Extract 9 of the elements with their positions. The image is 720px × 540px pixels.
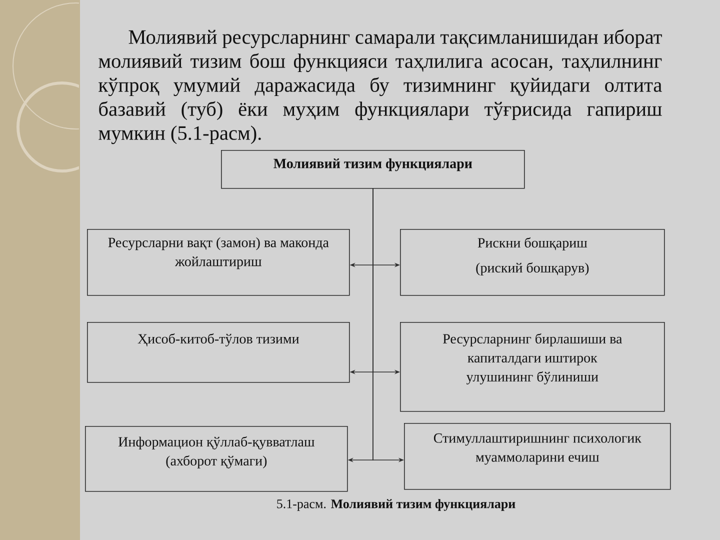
figure-caption: 5.1-расм. Молиявий тизим функциялари: [277, 499, 516, 511]
function-box: Ресурсларни вақт (замон) ва маконда жойлаштириш: [87, 228, 350, 296]
body-paragraph: Молиявий ресурсларнинг самарали тақсимланишидан иборат молиявий тизим бош функцияси таҳлилига асосан, таҳлилнинг кўпроқ умумий даражасида бу тизимнинг қуйидаги олтита базавий (туб) ёки муҳим функциялари тўғрисида гапириш мумкин (5.1-расм).: [98, 29, 662, 144]
function-box: Информацион қўллаб-қувватлаш (ахборот қўмаги): [85, 426, 348, 492]
function-box: Стимуллаштиришнинг психологик муаммоларини ечиш: [404, 423, 671, 490]
function-box: Ҳисоб-китоб-тўлов тизими: [87, 322, 350, 383]
heading-box: Молиявий тизим функциялари: [221, 150, 525, 189]
function-box: Ресурсларнинг бирлашиши ва капиталдаги иштирок улушининг бўлиниши: [400, 322, 665, 412]
function-box: Рискни бошқариш (риский бошқарув): [400, 228, 665, 296]
